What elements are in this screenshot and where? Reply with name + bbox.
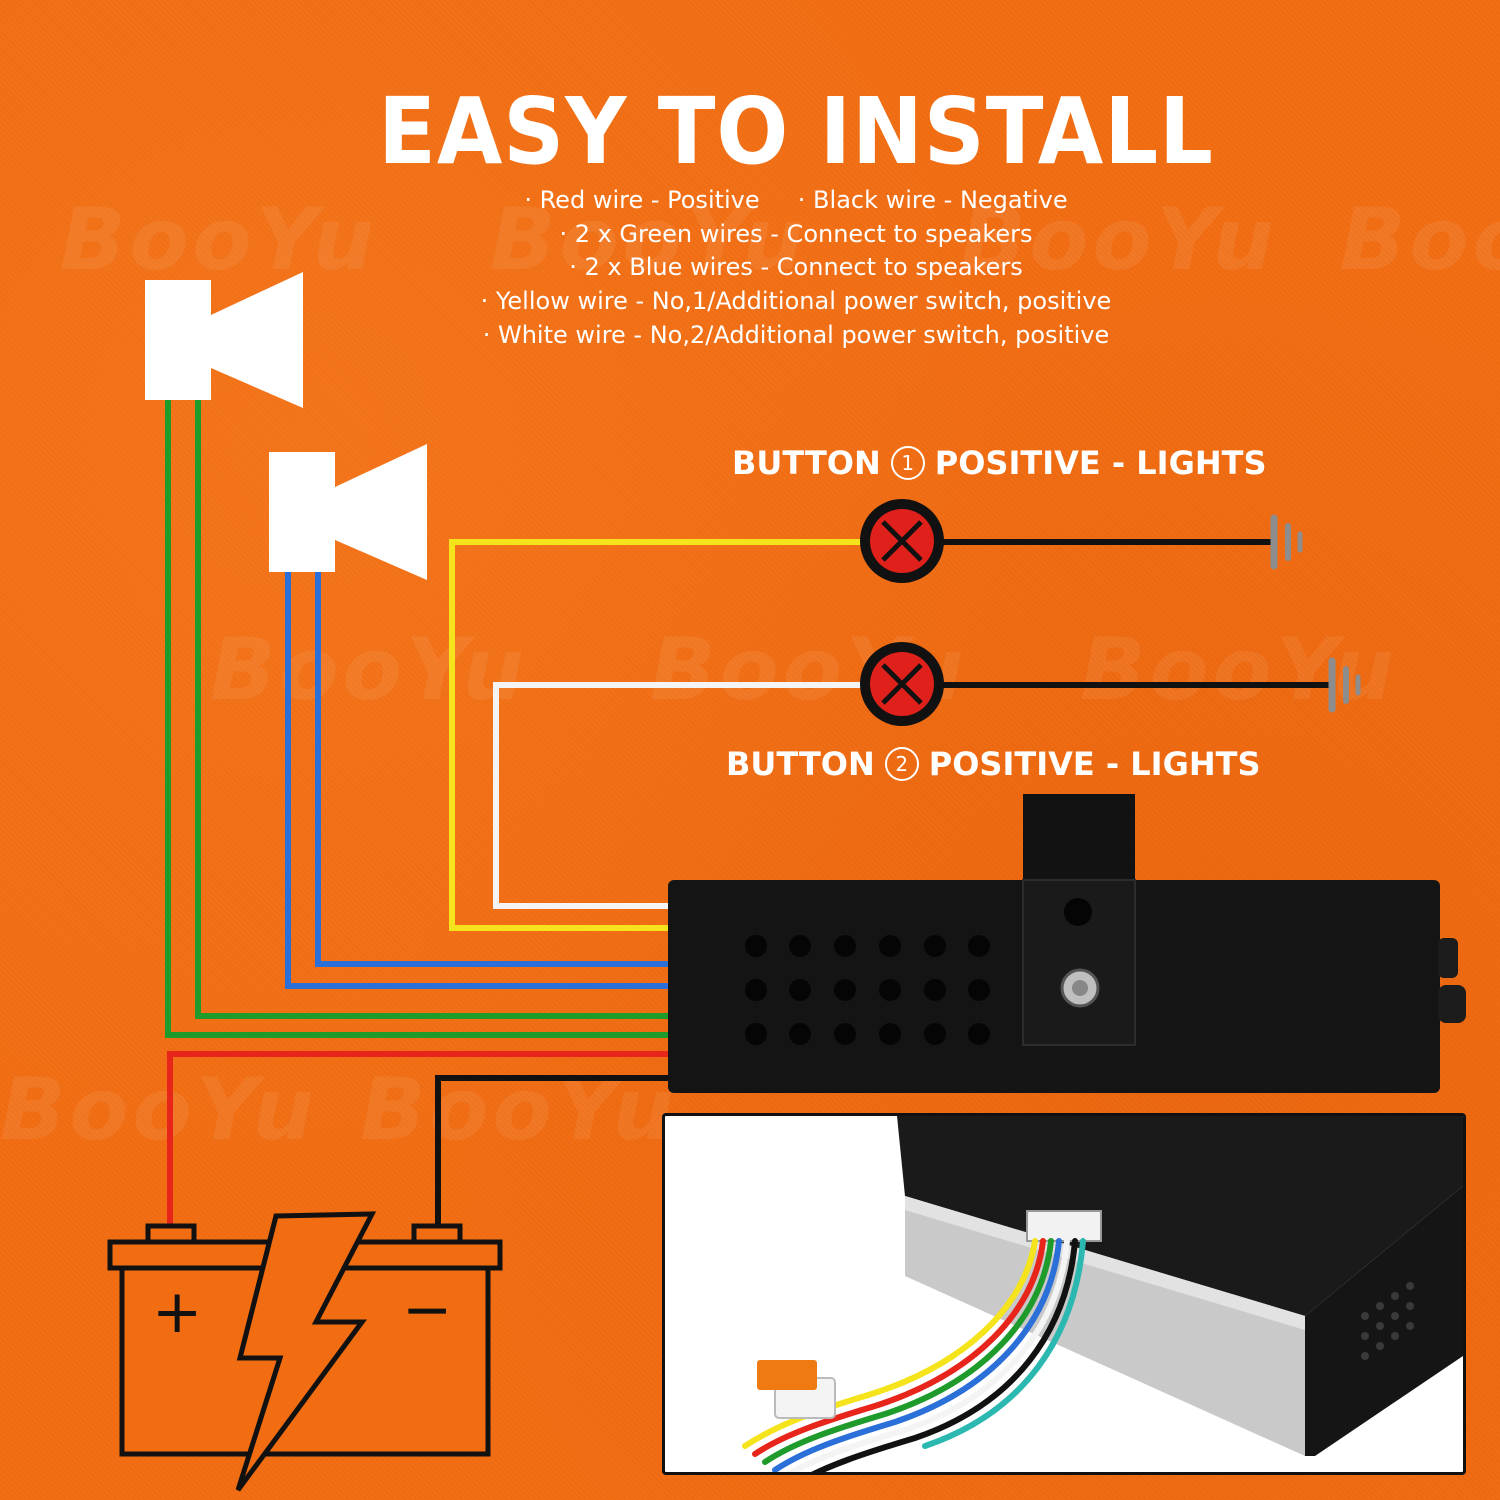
battery-positive-symbol: + (152, 1277, 203, 1347)
white-wire (493, 682, 868, 909)
green-wire (165, 400, 668, 1038)
ground-icon (1328, 657, 1361, 713)
legend-line-white: · White wire - No,2/Additional power swi… (482, 320, 1110, 349)
watermark: BooYu (60, 190, 378, 290)
vent-holes (745, 935, 990, 1045)
legend-line-green: · 2 x Green wires - Connect to speakers (559, 219, 1033, 248)
watermark: BooYu (1340, 190, 1500, 290)
button2-number: 2 (884, 747, 919, 781)
blue-wire (285, 572, 668, 989)
button2-prefix: BUTTON (726, 745, 875, 783)
siren-box (668, 794, 1466, 1093)
button2-label: BUTTON 2 POSITIVE - LIGHTS (726, 745, 1261, 783)
battery-negative-symbol: − (402, 1275, 453, 1345)
watermark: BooYu (490, 190, 808, 290)
lightning-icon (235, 1211, 377, 1492)
button2-suffix: POSITIVE - LIGHTS (928, 745, 1261, 783)
button1-label: BUTTON 1 POSITIVE - LIGHTS (732, 444, 1267, 482)
lamp-icon (860, 642, 944, 726)
legend-line-blue: · 2 x Blue wires - Connect to speakers (569, 253, 1023, 282)
watermark: BooYu (1080, 620, 1398, 720)
legend-line-red-black: · Red wire - Positive · Black wire - Neg… (524, 186, 1068, 214)
speaker-icon (269, 444, 427, 580)
watermark: BooYu (210, 620, 528, 720)
legend-line-yellow: · Yellow wire - No,1/Additional power sw… (480, 287, 1112, 316)
yellow-wire (449, 539, 868, 931)
watermark: BooYu (960, 190, 1278, 290)
ground-icon (1270, 514, 1303, 570)
button1-number: 1 (890, 446, 925, 480)
harness-photo (662, 1113, 1466, 1475)
button1-prefix: BUTTON (732, 444, 881, 482)
page-title: EASY TO INSTALL (378, 78, 1214, 185)
watermark: BooYu (0, 1060, 318, 1160)
speaker-icon (145, 272, 303, 408)
black-wire (435, 1075, 668, 1230)
wire-legend: · Red wire - Positive · Black wire - Neg… (0, 184, 1500, 352)
harness-photo-illustration (742, 1116, 1463, 1472)
lamp-icon (860, 499, 944, 583)
red-wire (167, 1051, 668, 1230)
button1-suffix: POSITIVE - LIGHTS (934, 444, 1267, 482)
